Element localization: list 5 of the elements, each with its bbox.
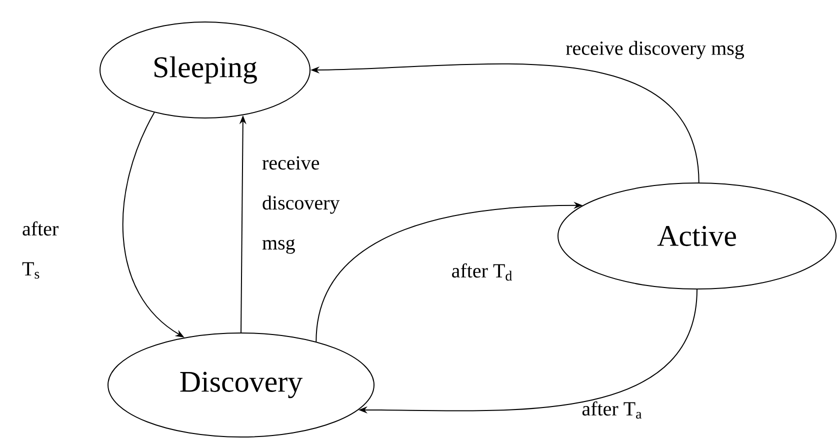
edge-label: after T$_{s}$	[22, 221, 58, 279]
edge-label: after T$_{d}$	[452, 263, 512, 281]
edge-label: after T$_{a}$	[582, 401, 642, 419]
edge-label: receive discovery msg	[566, 40, 744, 60]
edge-label: receive discovery msg	[262, 156, 340, 254]
